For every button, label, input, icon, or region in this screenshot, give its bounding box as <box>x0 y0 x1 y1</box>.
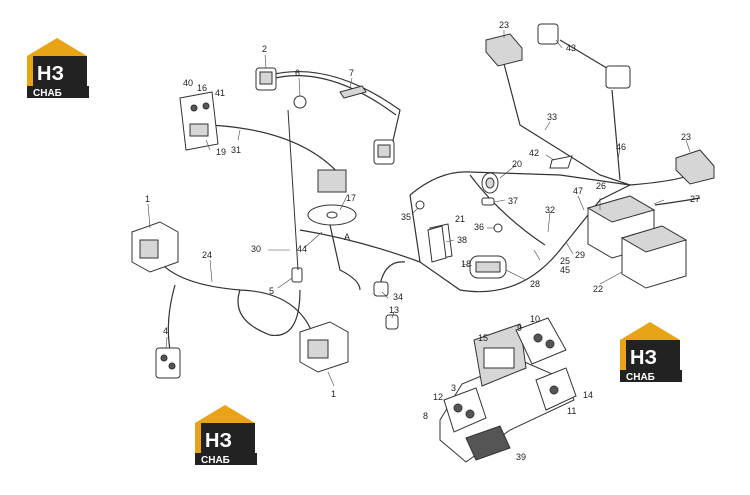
part-22-battery <box>620 225 688 289</box>
callout-4: 4 <box>163 326 168 336</box>
part-1-lower <box>299 321 349 373</box>
callout-25: 25 <box>560 256 570 266</box>
part-23-left-lamp <box>485 33 523 67</box>
callout-20: 20 <box>512 159 522 169</box>
callout-29: 29 <box>575 250 585 260</box>
part-2-lamp <box>255 67 277 91</box>
part-23-right-lamp <box>675 149 715 185</box>
callout-44: 44 <box>297 244 307 254</box>
callout-24: 24 <box>202 250 212 260</box>
callout-39: 39 <box>516 452 526 462</box>
callout-30: 30 <box>251 244 261 254</box>
callout-42: 42 <box>529 148 539 158</box>
part-37 <box>481 197 495 206</box>
callout-33: 33 <box>547 112 557 122</box>
callout-22: 22 <box>593 284 603 294</box>
part-3-lamp <box>373 139 395 165</box>
callout-13: 13 <box>389 305 399 315</box>
callout-8: 8 <box>423 411 428 421</box>
callout-labels: 1 1 2 3 4 5 6 7 8 9 10 11 12 13 14 15 16… <box>145 20 700 462</box>
part-5 <box>291 267 303 283</box>
part-13 <box>385 314 399 330</box>
callout-2: 2 <box>262 44 267 54</box>
svg-text:СНАБ: СНАБ <box>33 88 62 99</box>
part-40-control-panel <box>179 91 219 151</box>
callout-45: 45 <box>560 265 570 275</box>
callout-11: 11 <box>567 406 576 416</box>
part-4-connector <box>155 347 181 379</box>
callout-27: 27 <box>690 194 700 204</box>
callout-23-right: 23 <box>681 132 691 142</box>
callout-36: 36 <box>474 222 484 232</box>
callout-3: 3 <box>451 383 456 393</box>
logo-top-left: НЗ СНАБ <box>27 38 89 99</box>
part-17-steering-wheel <box>307 169 357 226</box>
callout-18: 18 <box>461 259 471 269</box>
callout-5: 5 <box>269 286 274 296</box>
part-34 <box>373 281 389 297</box>
callout-15: 15 <box>478 333 488 343</box>
callout-40: 40 <box>183 78 193 88</box>
part-38 <box>427 225 447 263</box>
callout-35: 35 <box>401 212 411 222</box>
svg-text:НЗ: НЗ <box>205 430 232 452</box>
svg-text:НЗ: НЗ <box>37 63 64 85</box>
callout-16: 16 <box>197 83 207 93</box>
svg-text:НЗ: НЗ <box>630 347 657 369</box>
part-35 <box>415 200 425 210</box>
part-36 <box>493 223 503 233</box>
callout-23-left: 23 <box>499 20 509 30</box>
inset-console <box>439 317 577 463</box>
callout-26: 26 <box>596 181 606 191</box>
part-30-wiper <box>287 109 299 271</box>
callout-47: 47 <box>573 186 583 196</box>
callout-43: 43 <box>566 43 576 53</box>
part-20-horn <box>481 172 499 194</box>
wire-harness <box>159 39 701 351</box>
part-46-lamp <box>605 65 631 89</box>
callout-31: 31 <box>231 145 241 155</box>
callout-1-upper: 1 <box>145 194 150 204</box>
callout-34: 34 <box>393 292 403 302</box>
callout-9: 9 <box>517 323 522 333</box>
callout-28: 28 <box>530 279 540 289</box>
callout-17: 17 <box>346 193 356 203</box>
callout-6: 6 <box>295 68 300 78</box>
svg-text:СНАБ: СНАБ <box>201 455 230 466</box>
callout-21: 21 <box>455 214 465 224</box>
callout-1-lower: 1 <box>331 389 336 399</box>
callout-38: 38 <box>457 235 467 245</box>
callout-41: 41 <box>215 88 225 98</box>
callout-32: 32 <box>545 205 555 215</box>
callout-46: 46 <box>616 142 626 152</box>
svg-text:СНАБ: СНАБ <box>626 372 655 383</box>
leader-lines <box>147 30 691 387</box>
part-1-upper <box>131 221 179 273</box>
callout-37: 37 <box>508 196 518 206</box>
part-42 <box>549 155 573 169</box>
logo-bottom-left: НЗ СНАБ <box>195 405 257 466</box>
part-6 <box>293 95 307 109</box>
callout-A: A <box>344 232 350 242</box>
callout-12: 12 <box>433 392 443 402</box>
part-43 <box>537 23 559 45</box>
part-18-motor <box>469 255 507 279</box>
callout-14: 14 <box>583 390 593 400</box>
callout-19: 19 <box>216 147 226 157</box>
part-7 <box>339 85 367 99</box>
callout-7: 7 <box>349 68 354 78</box>
callout-10: 10 <box>530 314 540 324</box>
logo-right: НЗ СНАБ <box>620 322 682 383</box>
